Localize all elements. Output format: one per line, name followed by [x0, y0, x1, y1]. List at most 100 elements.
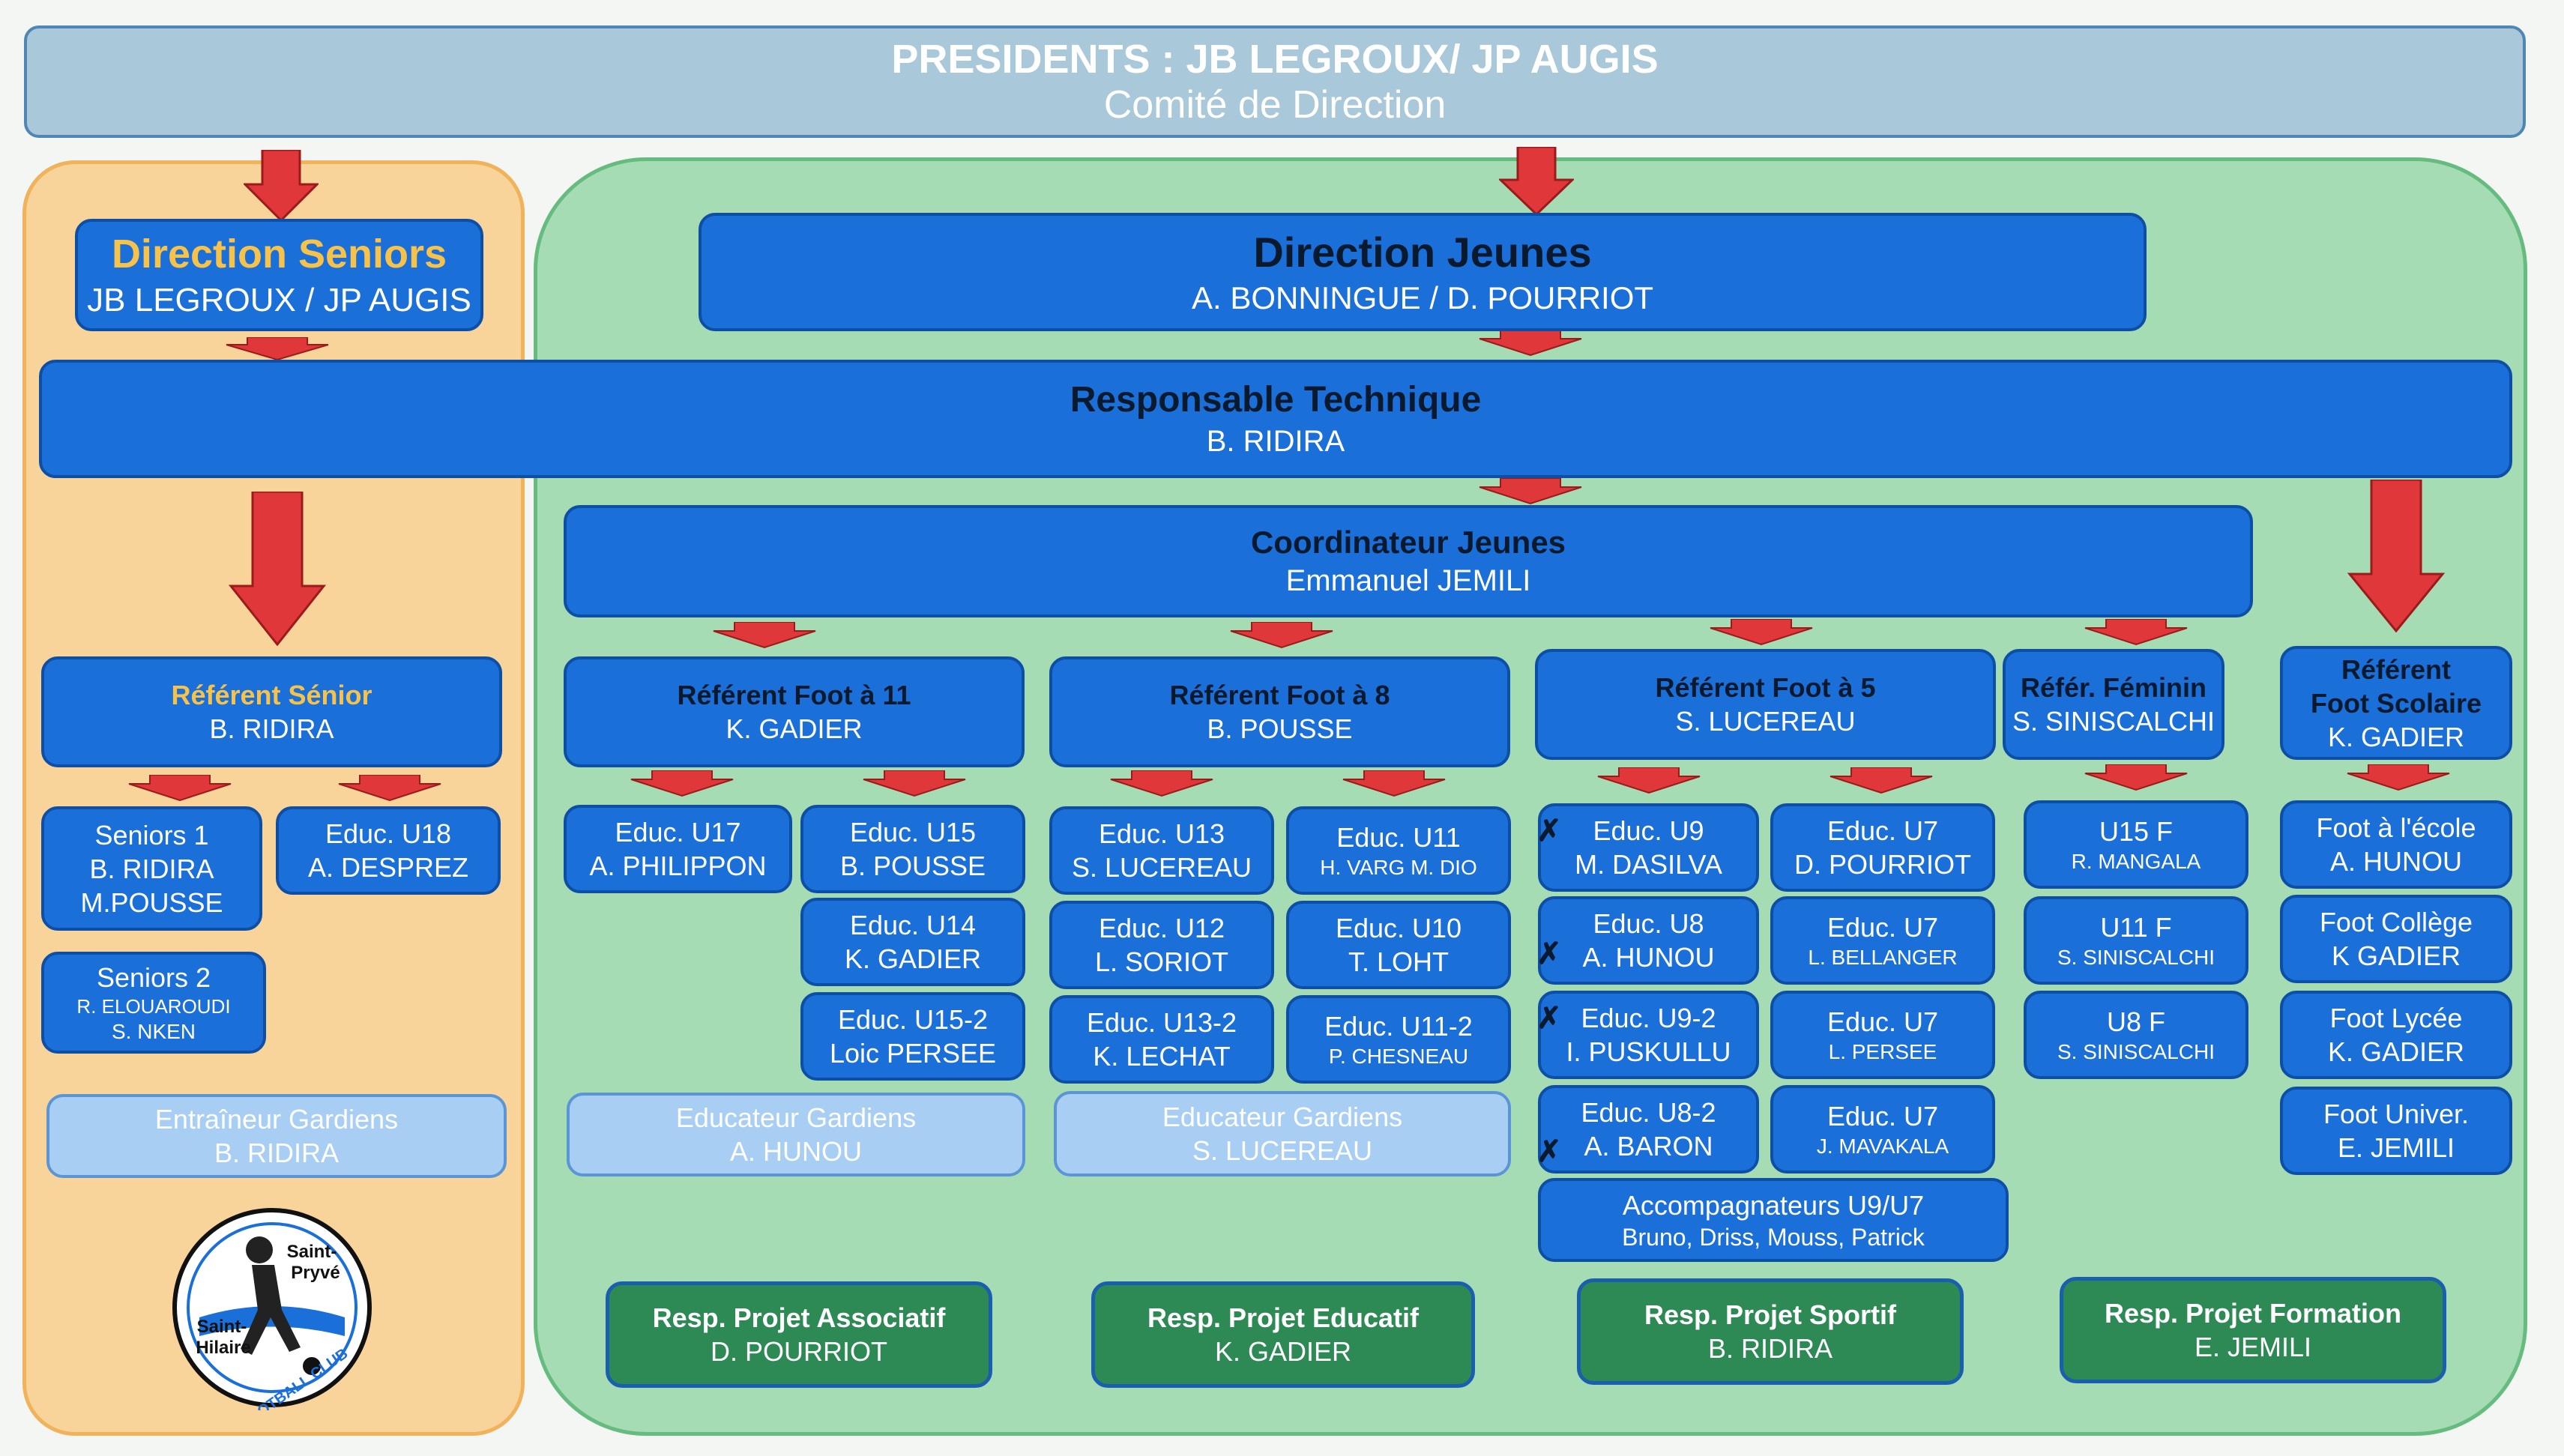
- presidents-header: PRESIDENTS : JB LEGROUX/ JP AUGIS Comité…: [24, 25, 2526, 138]
- foot-univer-title: Foot Univer.: [2323, 1099, 2470, 1129]
- educ-u11-2-name: P. CHESNEAU: [1328, 1045, 1469, 1068]
- foot-ecole-title: Foot à l'école: [2316, 812, 2476, 843]
- arrow-to-jeunes: [1499, 147, 1574, 216]
- coordinateur-jeunes-name: Emmanuel JEMILI: [1285, 564, 1531, 598]
- projet-associatif-name: D. POURRIOT: [710, 1336, 887, 1367]
- direction-seniors-title: Direction Seniors: [111, 231, 447, 277]
- referent-foot8-box: Référent Foot à 8 B. POUSSE: [1049, 656, 1510, 767]
- direction-seniors-name: JB LEGROUX / JP AUGIS: [87, 282, 471, 319]
- arrow-to-seniors: [244, 150, 319, 222]
- educ-u9-box: Educ. U9 M. DASILVA: [1538, 803, 1759, 892]
- educ-u7-a-title: Educ. U7: [1827, 815, 1939, 846]
- educ-u12-box: Educ. U12 L. SORIOT: [1049, 901, 1274, 989]
- responsable-technique-title: Responsable Technique: [1070, 380, 1482, 420]
- arrow-to-foot8: [1230, 622, 1333, 649]
- referent-foot8-title: Référent Foot à 8: [1169, 680, 1390, 710]
- foot-college-box: Foot Collège K GADIER: [2280, 895, 2512, 983]
- coordinateur-jeunes-box: Coordinateur Jeunes Emmanuel JEMILI: [564, 505, 2253, 617]
- educ-u10-title: Educ. U10: [1335, 913, 1462, 943]
- direction-jeunes-title: Direction Jeunes: [1253, 228, 1592, 276]
- arrow-to-foot-ecole: [2347, 764, 2450, 791]
- educ-u18-title: Educ. U18: [325, 818, 452, 849]
- u11f-box: U11 F S. SINISCALCHI: [2024, 896, 2248, 985]
- referent-feminin-name: S. SINISCALCHI: [2012, 706, 2215, 737]
- u8f-title: U8 F: [2106, 1006, 2165, 1037]
- educ-u15-2-name: Loic PERSEE: [829, 1038, 997, 1069]
- u15f-box: U15 F R. MANGALA: [2024, 800, 2248, 889]
- foot-ecole-box: Foot à l'école A. HUNOU: [2280, 800, 2512, 889]
- educ-u17-box: Educ. U17 A. PHILIPPON: [564, 805, 792, 893]
- educ-u15-title: Educ. U15: [849, 817, 977, 848]
- entraineur-gardiens-title: Entraîneur Gardiens: [154, 1104, 399, 1135]
- educ-u7-d-box: Educ. U7 J. MAVAKALA: [1770, 1085, 1995, 1173]
- seniors1-title: Seniors 1: [94, 819, 209, 851]
- arrow-to-foot11: [713, 622, 816, 649]
- educ-u8-title: Educ. U8: [1593, 908, 1704, 939]
- presidents-title: PRESIDENTS : JB LEGROUX/ JP AUGIS: [891, 37, 1659, 82]
- accompagnateurs-name: Bruno, Driss, Mouss, Patrick: [1622, 1223, 1925, 1251]
- responsable-technique-box: Responsable Technique B. RIDIRA: [39, 360, 2512, 478]
- logo-line4: Hilaire: [196, 1338, 250, 1358]
- educ-u11-name: H. VARG M. DIO: [1320, 856, 1477, 879]
- arrow-seniors-to-technique: [226, 337, 329, 361]
- accompagnateurs-box: Accompagnateurs U9/U7 Bruno, Driss, Mous…: [1538, 1178, 2009, 1262]
- educ-u12-name: L. SORIOT: [1094, 946, 1229, 977]
- educ-u7-c-title: Educ. U7: [1827, 1006, 1939, 1037]
- referent-scolaire-box: Référent Foot Scolaire K. GADIER: [2280, 646, 2512, 760]
- x-mark-u9: ✗: [1536, 815, 1562, 848]
- educ-u7-b-box: Educ. U7 L. BELLANGER: [1770, 896, 1995, 985]
- educ-u14-name: K. GADIER: [844, 943, 982, 974]
- educ-u9-2-title: Educ. U9-2: [1581, 1003, 1716, 1033]
- u8f-name: S. SINISCALCHI: [2057, 1040, 2215, 1063]
- educ-u7-b-title: Educ. U7: [1827, 912, 1939, 943]
- responsable-technique-name: B. RIDIRA: [1206, 425, 1345, 458]
- educ-u17-title: Educ. U17: [615, 817, 741, 848]
- educ-u15-2-title: Educ. U15-2: [837, 1004, 989, 1035]
- seniors2-name1: R. ELOUAROUDI: [76, 994, 231, 1018]
- foot-college-title: Foot Collège: [2319, 907, 2473, 937]
- foot-univer-box: Foot Univer. E. JEMILI: [2280, 1087, 2512, 1175]
- projet-educatif-name: K. GADIER: [1214, 1336, 1352, 1367]
- educ-u9-name: M. DASILVA: [1575, 849, 1722, 880]
- educ-u7-a-box: Educ. U7 D. POURRIOT: [1770, 803, 1995, 892]
- educ-u8-name: A. HUNOU: [1582, 942, 1715, 973]
- educateur-gardiens-2-name: S. LUCEREAU: [1192, 1135, 1373, 1166]
- club-logo: Saint- Pryvé Saint- Hilaire FOOTBALL CLU…: [172, 1208, 372, 1410]
- u11f-title: U11 F: [2100, 912, 2172, 943]
- projet-educatif-title: Resp. Projet Educatif: [1147, 1302, 1420, 1333]
- educ-u7-a-name: D. POURRIOT: [1794, 849, 1971, 880]
- referent-foot5-box: Référent Foot à 5 S. LUCEREAU: [1535, 649, 1996, 760]
- seniors2-box: Seniors 2 R. ELOUAROUDI S. NKEN: [41, 952, 266, 1054]
- u15f-name: R. MANGALA: [2071, 850, 2201, 873]
- arrow-technique-to-coordinateur: [1479, 478, 1582, 505]
- seniors2-title: Seniors 2: [96, 961, 211, 993]
- educ-u7-c-box: Educ. U7 L. PERSEE: [1770, 991, 1995, 1079]
- educ-u11-2-box: Educ. U11-2 P. CHESNEAU: [1286, 995, 1511, 1084]
- foot-lycee-name: K. GADIER: [2327, 1036, 2465, 1067]
- projet-sportif-title: Resp. Projet Sportif: [1644, 1299, 1897, 1330]
- referent-foot5-name: S. LUCEREAU: [1675, 706, 1856, 737]
- arrow-to-u13: [1110, 770, 1213, 797]
- educ-u8-2-name: A. BARON: [1584, 1131, 1713, 1162]
- projet-formation-title: Resp. Projet Formation: [2104, 1298, 2402, 1329]
- arrow-to-u11: [1342, 770, 1446, 797]
- foot-lycee-box: Foot Lycée K. GADIER: [2280, 991, 2512, 1079]
- arrow-to-u7: [1830, 767, 1933, 794]
- educ-u8-2-title: Educ. U8-2: [1581, 1097, 1716, 1128]
- arrow-to-referent-senior: [229, 492, 326, 646]
- educ-u11-title: Educ. U11: [1336, 822, 1461, 853]
- projet-associatif-title: Resp. Projet Associatif: [652, 1302, 946, 1333]
- arrow-to-u17: [630, 770, 734, 797]
- x-mark-u8: ✗: [1536, 937, 1562, 970]
- arrow-jeunes-to-technique: [1479, 330, 1582, 357]
- educ-u7-c-name: L. PERSEE: [1828, 1040, 1937, 1063]
- educateur-gardiens-1-title: Educateur Gardiens: [675, 1102, 917, 1133]
- educ-u9-2-name: I. PUSKULLU: [1566, 1036, 1731, 1067]
- educ-u12-title: Educ. U12: [1098, 913, 1225, 943]
- foot-univer-name: E. JEMILI: [2337, 1132, 2455, 1163]
- foot-lycee-title: Foot Lycée: [2329, 1003, 2463, 1033]
- educ-u10-box: Educ. U10 T. LOHT: [1286, 901, 1511, 989]
- x-mark-u8-2: ✗: [1536, 1135, 1562, 1168]
- educ-u14-title: Educ. U14: [849, 910, 977, 940]
- arrow-to-u9: [1597, 767, 1701, 794]
